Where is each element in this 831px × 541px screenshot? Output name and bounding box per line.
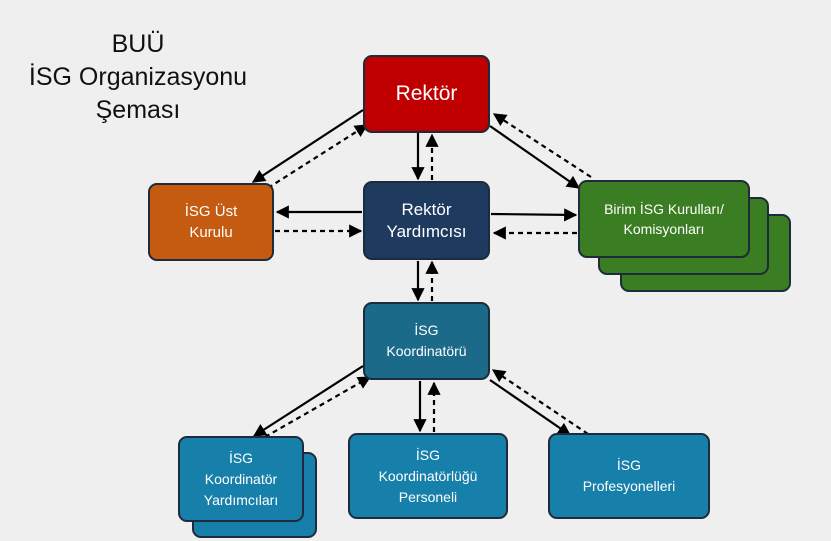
arrow-kyard-to-koord <box>264 376 372 438</box>
isg-ust-kurulu-label: İSG Üst Kurulu <box>184 203 238 241</box>
rektor-box: Rektör <box>363 55 490 133</box>
rektor-label: Rektör <box>395 82 458 105</box>
isg-profesyonelleri-label: İSG Profesyonelleri <box>582 457 676 494</box>
isg-koordinatoru-box: İSG Koordinatörü <box>363 302 490 380</box>
arrow-rektor-to-ust <box>251 109 364 183</box>
birim-kurullari-box: Birim İSG Kurulları/ Komisyonları <box>578 180 750 258</box>
diagram-title: BUÜ İSG Organizasyonu Şeması <box>8 28 268 127</box>
arrow-prof-to-koord <box>491 369 589 435</box>
rektor-yardimcisi-label: Rektör Yardımcısı <box>386 199 467 241</box>
arrow-ust-to-rektor <box>267 124 369 189</box>
koordinator-yardimcilari-box: İSG Koordinatör Yardımcıları <box>178 436 304 522</box>
title-line-1: BUÜ <box>111 30 165 58</box>
birim-kurullari-label: Birim İSG Kurulları/ Komisyonları <box>604 201 724 237</box>
title-line-3: Şeması <box>95 96 181 124</box>
arrow-koord-to-prof <box>489 379 572 436</box>
arrow-birim-to-rektor <box>492 113 592 178</box>
koordinator-yardimcilari-label: İSG Koordinatör Yardımcıları <box>203 449 279 508</box>
arrow-koord-to-kyard <box>252 365 364 437</box>
koordinatorlugu-personeli-box: İSG Koordinatörlüğü Personeli <box>348 433 508 519</box>
rektor-yardimcisi-box: Rektör Yardımcısı <box>363 181 490 260</box>
koordinatorlugu-personeli-label: İSG Koordinatörlüğü Personeli <box>378 446 478 505</box>
isg-ust-kurulu-box: İSG Üst Kurulu <box>148 183 274 261</box>
arrow-rektor-to-birim <box>489 125 581 189</box>
isg-profesyonelleri-box: İSG Profesyonelleri <box>548 433 710 519</box>
title-line-2: İSG Organizasyonu <box>28 63 248 91</box>
arrow-yardimci-to-birim <box>490 208 578 222</box>
isg-koordinatoru-label: İSG Koordinatörü <box>386 322 467 359</box>
